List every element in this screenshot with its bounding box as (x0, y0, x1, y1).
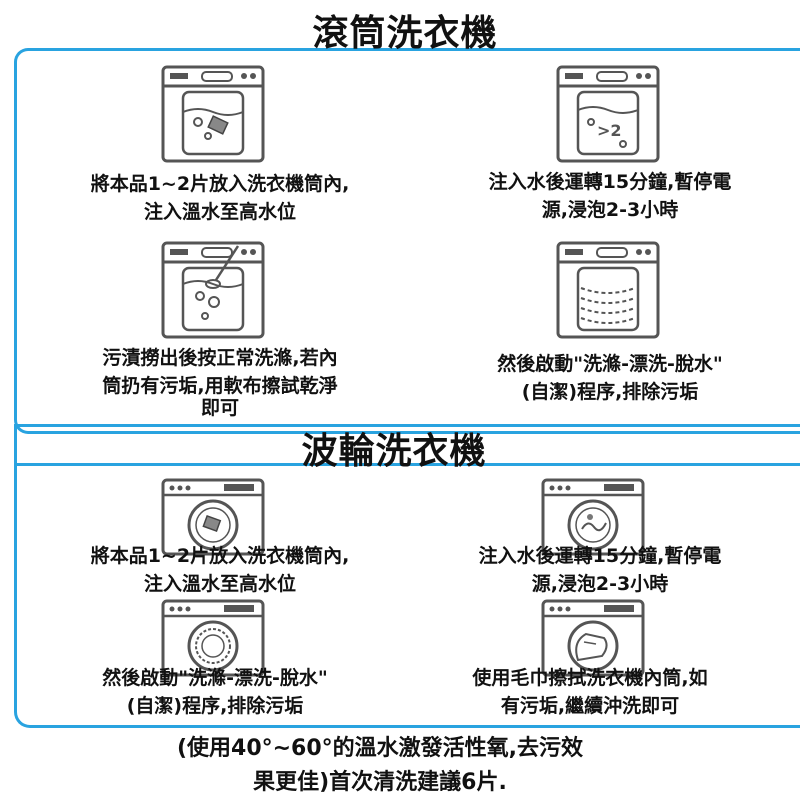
drum-section-title: 滾筒洗衣機 (312, 13, 498, 54)
step-line: 注入水後運轉15分鐘,暫停電 (478, 545, 722, 567)
step-line: 即可 (200, 397, 239, 419)
pulsator-section-frame (14, 426, 800, 728)
pulsator-step-3-text: 然後啟動"洗滌-漂洗-脫水" (自潔)程序,排除污垢 (55, 664, 375, 720)
footer-note: (使用40°~60°的溫水激發活性氧,去污效 果更佳)首次清洗建議6片. (0, 732, 800, 800)
step-line: (自潔)程序,排除污垢 (126, 695, 304, 717)
drum-step-4-text: 然後啟動"洗滌-漂洗-脫水" (自潔)程序,排除污垢 (450, 350, 770, 406)
pulsator-section-title: 波輪洗衣機 (301, 431, 487, 472)
step-line: (自潔)程序,排除污垢 (521, 381, 699, 403)
step-line: 然後啟動"洗滌-漂洗-脫水" (497, 353, 723, 375)
step-line: 注入溫水至高水位 (143, 573, 296, 595)
drum-step-2-text: 注入水後運轉15分鐘,暫停電 源,浸泡2-3小時 (450, 168, 770, 224)
top-loader-soak-icon: >2 (556, 65, 660, 163)
step-line: 將本品1~2片放入洗衣機筒內, (90, 545, 350, 567)
pulsator-step-1-text: 將本品1~2片放入洗衣機筒內, 注入溫水至高水位 (60, 542, 380, 598)
front-loader-wipe-icon (541, 599, 645, 677)
front-loader-soak-icon (541, 478, 645, 556)
front-loader-tablet-icon (161, 478, 265, 556)
step-line: 然後啟動"洗滌-漂洗-脫水" (102, 667, 328, 689)
footer-note-line: (使用40°~60°的溫水激發活性氧,去污效 (176, 736, 584, 761)
svg-text:>2: >2 (597, 121, 622, 140)
step-line: 注入水後運轉15分鐘,暫停電 (488, 171, 732, 193)
step-line: 筒扔有污垢,用軟布擦試乾淨 (102, 375, 338, 397)
footer-note-line: 果更佳)首次清洗建議6片. (253, 770, 507, 795)
top-loader-tablet-icon (161, 65, 265, 163)
pulsator-step-4-text: 使用毛巾擦拭洗衣機內筒,如 有污垢,繼續沖洗即可 (430, 664, 750, 720)
step-line: 將本品1~2片放入洗衣機筒內, (90, 173, 350, 195)
step-line: 注入溫水至高水位 (143, 201, 296, 223)
step-line: 源,浸泡2-3小時 (541, 199, 679, 221)
section-divider (14, 463, 800, 466)
section-divider (14, 424, 800, 427)
top-loader-skim-icon (161, 241, 265, 339)
drum-step-1-text: 將本品1~2片放入洗衣機筒內, 注入溫水至高水位 (60, 170, 380, 226)
step-line: 使用毛巾擦拭洗衣機內筒,如 (472, 667, 708, 689)
drum-section-frame (14, 48, 800, 434)
top-loader-spin-icon (556, 241, 660, 339)
step-line: 污漬撈出後按正常洗滌,若內 (102, 347, 338, 369)
step-line: 源,浸泡2-3小時 (531, 573, 669, 595)
drum-step-3-text: 污漬撈出後按正常洗滌,若內 筒扔有污垢,用軟布擦試乾淨 即可 (60, 344, 380, 422)
front-loader-spin-icon (161, 599, 265, 677)
step-line: 有污垢,繼續沖洗即可 (500, 695, 680, 717)
pulsator-step-2-text: 注入水後運轉15分鐘,暫停電 源,浸泡2-3小時 (440, 542, 760, 598)
